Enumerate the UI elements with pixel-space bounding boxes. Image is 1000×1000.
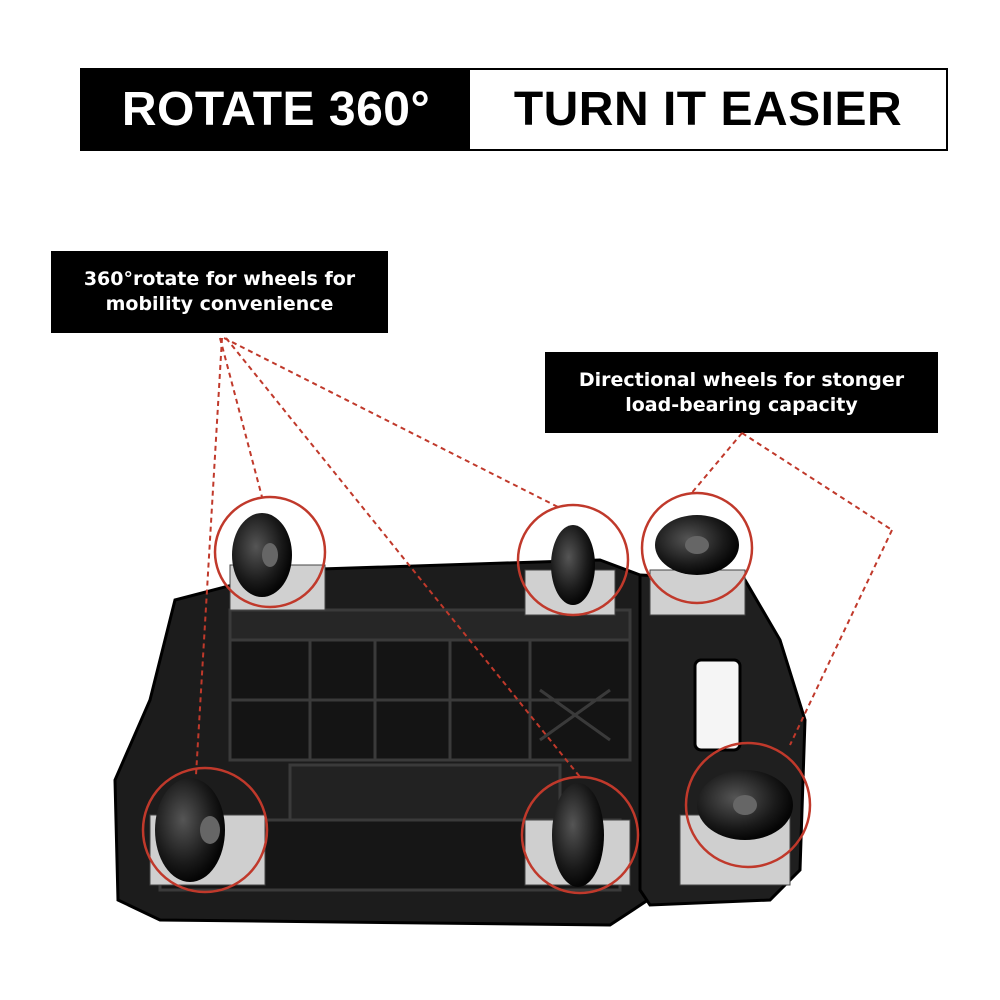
- callout-directional-line2: load-bearing capacity: [625, 393, 858, 416]
- highlight-circle-bottom-middle: [520, 775, 640, 895]
- highlight-circle-top-right: [640, 491, 754, 605]
- handle-slot: [693, 658, 742, 752]
- callout-swivel-line2: mobility convenience: [105, 293, 334, 315]
- highlight-circle-top-middle: [516, 503, 630, 617]
- callout-swivel-line1: 360°rotate for wheels for: [83, 268, 356, 290]
- highlight-circle-top-left: [213, 495, 327, 609]
- wheel-swivel-top-middle: [524, 525, 616, 616]
- wheel-directional-bottom-right: [679, 770, 793, 886]
- cart-rib-grid: [158, 608, 632, 892]
- callout-directional-wheels: Directional wheels for stonger load-bear…: [545, 352, 938, 433]
- headline-banner: ROTATE 360° TURN IT EASIER: [80, 68, 948, 151]
- callout-pointer-lines: [195, 337, 893, 778]
- wheel-swivel-bottom-left: [149, 778, 266, 886]
- callout-swivel-wheels: 360°rotate for wheels for mobility conve…: [51, 251, 388, 333]
- callout-directional-line1: Directional wheels for stonger: [578, 368, 905, 391]
- wheel-directional-top-right: [649, 515, 746, 616]
- highlight-circle-bottom-left: [141, 766, 269, 894]
- banner-rotate-text: ROTATE 360°: [82, 70, 470, 149]
- wheel-highlight-circles: [141, 491, 812, 895]
- banner-turn-text: TURN IT EASIER: [470, 70, 946, 149]
- wheel-swivel-top-left: [229, 513, 326, 611]
- highlight-circle-bottom-right: [684, 741, 812, 869]
